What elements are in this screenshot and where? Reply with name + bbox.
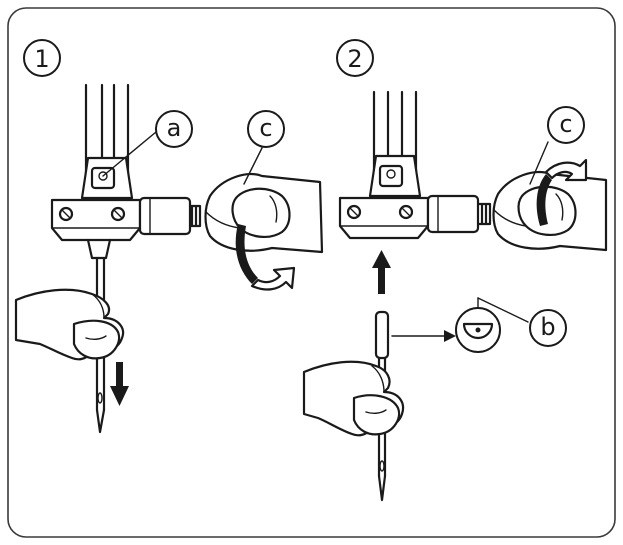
callout-b-label: b bbox=[540, 313, 555, 341]
callout-c-step-2: c bbox=[529, 106, 585, 185]
detail-pointer-arrow bbox=[391, 330, 456, 342]
callout-a-label: a bbox=[167, 114, 182, 142]
clamp-screw-shaft-1 bbox=[138, 196, 202, 236]
clamp-screw-shaft-2 bbox=[426, 194, 492, 234]
step-1-panel: 1 bbox=[14, 39, 324, 434]
callout-c-step-2-label: c bbox=[559, 110, 572, 138]
rotate-clockwise-arrow-icon bbox=[536, 158, 588, 226]
hand-holding-needle-2 bbox=[302, 360, 405, 437]
step-1-number-badge: 1 bbox=[23, 39, 61, 77]
diagram-frame bbox=[7, 7, 616, 538]
pull-down-arrow-icon bbox=[110, 362, 129, 406]
hand-holding-needle-1 bbox=[14, 288, 125, 361]
step-2-number: 2 bbox=[347, 45, 362, 73]
step-1-number: 1 bbox=[34, 45, 49, 73]
callout-b: b bbox=[477, 297, 567, 347]
step-2-number-badge: 2 bbox=[336, 39, 374, 77]
needle-cross-section-detail bbox=[455, 307, 501, 353]
hand-turning-screw-2 bbox=[492, 170, 608, 252]
push-up-arrow-icon bbox=[372, 250, 391, 294]
needle-clamp-2 bbox=[338, 154, 430, 240]
callout-a: a bbox=[102, 110, 193, 177]
step-2-panel: 2 bbox=[302, 39, 608, 502]
callout-c-step-1-label: c bbox=[259, 114, 272, 142]
callout-c-step-1: c bbox=[243, 110, 285, 185]
hand-turning-screw-1 bbox=[204, 172, 324, 254]
rotate-counterclockwise-arrow-icon bbox=[235, 224, 296, 291]
